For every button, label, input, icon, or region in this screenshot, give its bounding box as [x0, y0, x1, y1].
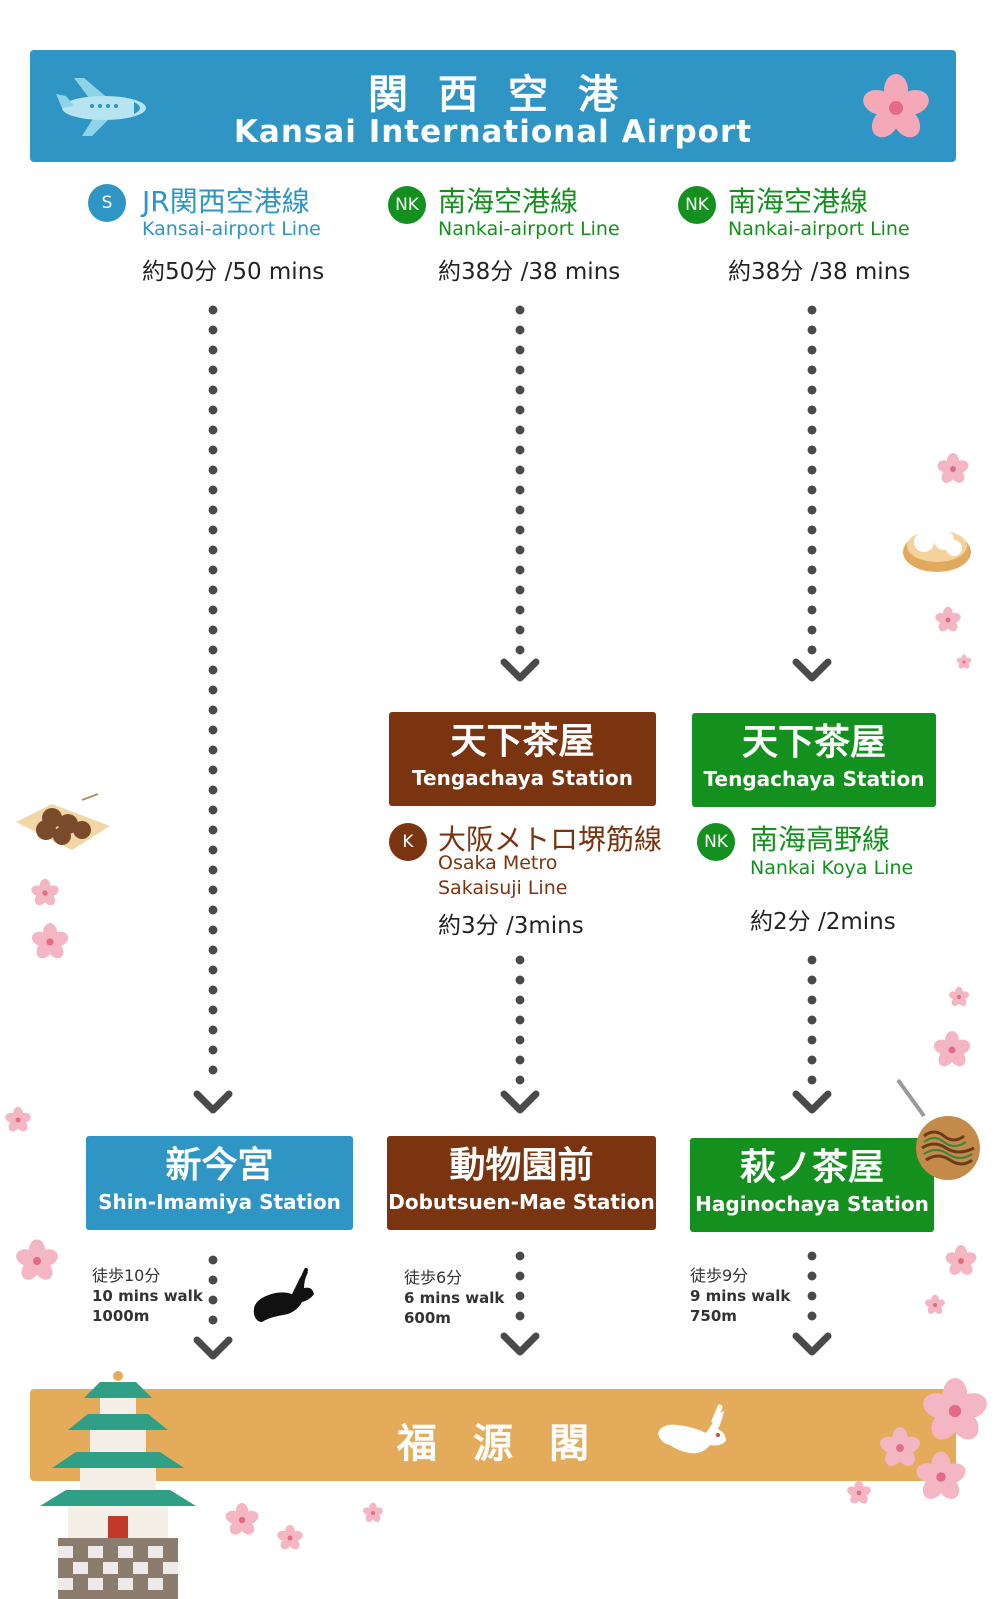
route-dots-jr	[207, 300, 219, 1085]
line-time-nankai-2: 約38分 /38 mins	[728, 259, 911, 285]
station-haginochaya: 萩ノ茶屋 Haginochaya Station	[690, 1138, 934, 1232]
steamed-bun-icon	[903, 521, 971, 572]
station-name-jp: 天下茶屋	[741, 722, 886, 763]
route-dots-nankai-1	[514, 300, 526, 655]
blossom-icon	[935, 606, 961, 632]
takoyaki-icon	[16, 793, 110, 850]
line-name-en-koya: Nankai Koya Line	[750, 857, 914, 879]
airport-banner: 関西空港 Kansai International Airport	[30, 50, 956, 162]
line-name-en-metro-1: Osaka Metro	[438, 852, 558, 874]
walk-time-jp: 徒歩6分	[404, 1268, 463, 1287]
line-name-en-jr: Kansai-airport Line	[142, 218, 321, 240]
cherry-blossom-icon	[863, 74, 929, 138]
blossom-icon	[277, 1524, 303, 1550]
walk-distance: 1000m	[92, 1307, 150, 1325]
station-name-jp: 萩ノ茶屋	[739, 1147, 884, 1188]
airplane-icon	[56, 78, 146, 136]
walk-time-en: 9 mins walk	[690, 1287, 791, 1305]
line-badge-jr: S	[88, 184, 126, 222]
line-name-jp-koya: 南海高野線	[750, 823, 891, 856]
route-dots-koya	[806, 950, 818, 1085]
okonomiyaki-icon	[896, 1078, 980, 1180]
route-arrow-metro	[500, 1090, 540, 1114]
station-dobutsuen-mae: 動物園前 Dobutsuen-Mae Station	[387, 1136, 656, 1230]
route-arrow-nankai-1	[500, 658, 540, 682]
blossom-icon	[949, 986, 969, 1006]
airport-title-jp: 関西空港	[368, 72, 648, 118]
walk-arrow-1	[193, 1336, 233, 1360]
station-name-en: Tengachaya Station	[703, 767, 925, 791]
walk-time-jp: 徒歩10分	[92, 1266, 161, 1285]
route-arrow-nankai-2	[792, 658, 832, 682]
route-dots-nankai-2	[806, 300, 818, 655]
line-time-nankai-1: 約38分 /38 mins	[438, 259, 621, 285]
station-tengachaya-metro: 天下茶屋 Tengachaya Station	[389, 712, 656, 806]
walk-arrow-3	[792, 1332, 832, 1356]
blossom-icon	[31, 923, 69, 959]
blossom-icon	[916, 1451, 966, 1499]
line-name-jp-nankai-1: 南海空港線	[438, 185, 579, 218]
line-name-en-nankai-1: Nankai-airport Line	[438, 218, 620, 240]
blossom-icon	[880, 1427, 920, 1466]
station-name-jp: 新今宮	[165, 1145, 274, 1186]
station-name-en: Haginochaya Station	[695, 1192, 929, 1216]
route-dots-metro	[514, 950, 526, 1085]
blossom-icon	[923, 1378, 987, 1440]
line-time-koya: 約2分 /2mins	[750, 909, 896, 935]
line-name-jp-jr: JR関西空港線	[142, 185, 310, 218]
line-badge-metro: K	[389, 823, 427, 861]
route-arrow-jr	[193, 1090, 233, 1114]
line-badge-nankai-1: NK	[388, 186, 426, 224]
osaka-castle-icon	[40, 1371, 196, 1599]
blossom-icon	[925, 1294, 945, 1314]
blossom-icon	[16, 1239, 58, 1280]
blossom-icon	[956, 654, 972, 669]
walk-dots-1	[207, 1250, 219, 1330]
line-time-metro: 約3分 /3mins	[438, 913, 584, 939]
blossom-icon	[847, 1480, 871, 1504]
station-name-en: Shin-Imamiya Station	[98, 1190, 341, 1214]
walk-time-en: 6 mins walk	[404, 1289, 505, 1307]
walk-arrow-2	[500, 1332, 540, 1356]
walk-time-jp: 徒歩9分	[690, 1266, 749, 1285]
blossom-icon	[945, 1245, 977, 1275]
rabbit-silhouette-icon	[253, 1268, 314, 1322]
walk-dots-2	[514, 1246, 526, 1326]
walk-distance: 750m	[690, 1307, 737, 1325]
walk-info-shin-imamiya: 徒歩10分 10 mins walk 1000m	[92, 1266, 203, 1326]
blossom-icon	[225, 1503, 259, 1535]
destination-title-jp: 福源閣	[397, 1421, 625, 1467]
line-badge-koya: NK	[697, 823, 735, 861]
walk-info-haginochaya: 徒歩9分 9 mins walk 750m	[690, 1266, 790, 1326]
blossom-icon	[933, 1031, 971, 1067]
walk-dots-3	[806, 1246, 818, 1326]
line-name-jp-nankai-2: 南海空港線	[728, 185, 869, 218]
blossom-icon	[363, 1502, 383, 1522]
station-name-jp: 動物園前	[449, 1145, 594, 1186]
line-name-en-nankai-2: Nankai-airport Line	[728, 218, 910, 240]
line-name-en-metro-2: Sakaisuji Line	[438, 877, 568, 899]
walk-distance: 600m	[404, 1309, 451, 1327]
walk-info-dobutsuen-mae: 徒歩6分 6 mins walk 600m	[404, 1268, 504, 1328]
destination-banner: 福源閣	[30, 1389, 956, 1481]
line-badge-nankai-2: NK	[678, 186, 716, 224]
station-name-en: Dobutsuen-Mae Station	[388, 1190, 655, 1214]
airport-title-en: Kansai International Airport	[233, 114, 753, 150]
line-name-jp-metro: 大阪メトロ堺筋線	[438, 823, 663, 856]
station-shin-imamiya: 新今宮 Shin-Imamiya Station	[86, 1136, 353, 1230]
blossom-icon	[937, 453, 969, 483]
station-tengachaya-nankai: 天下茶屋 Tengachaya Station	[692, 713, 936, 807]
route-arrow-koya	[792, 1090, 832, 1114]
walk-time-en: 10 mins walk	[92, 1287, 203, 1305]
station-name-en: Tengachaya Station	[412, 766, 633, 790]
rabbit-icon	[658, 1404, 726, 1454]
blossom-icon	[5, 1106, 31, 1132]
station-name-jp: 天下茶屋	[450, 721, 595, 762]
line-time-jr: 約50分 /50 mins	[142, 259, 325, 285]
blossom-icon	[31, 878, 59, 906]
